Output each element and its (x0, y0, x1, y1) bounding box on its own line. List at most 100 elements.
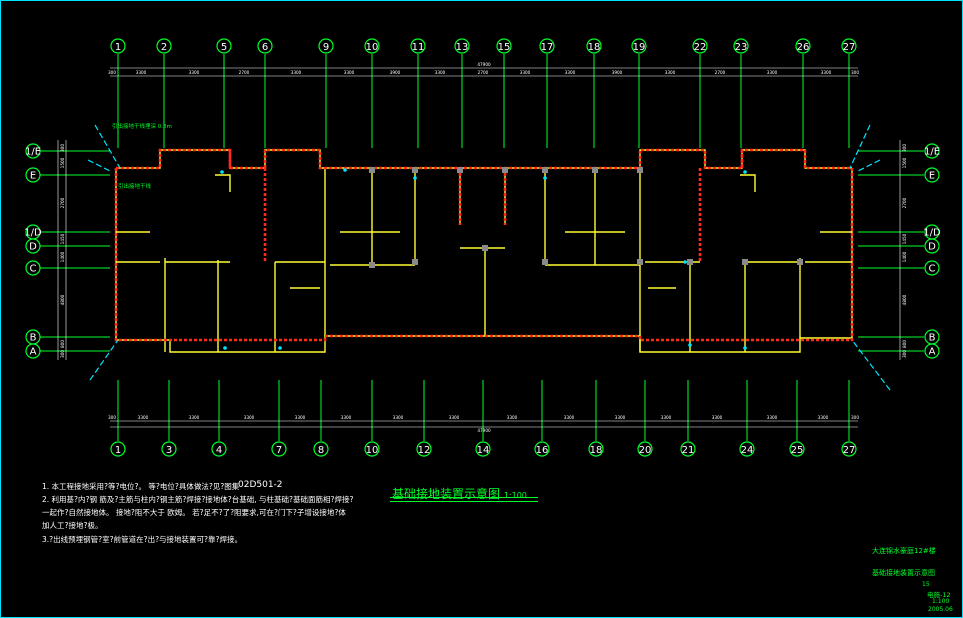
top-axis-bubble (586, 38, 602, 54)
bottom-axis-label: 25 (791, 445, 804, 456)
bottom-axis-label: 8 (318, 445, 324, 456)
titleblock-scale: 1:100 (932, 598, 950, 605)
top-axis-label: 6 (262, 42, 268, 53)
left-axis-label: 1/D (24, 228, 42, 239)
right-dim-value: 1400 (902, 251, 907, 262)
bottom-dim-value: 3300 (564, 415, 575, 420)
left-axis-bubble (25, 167, 41, 183)
bottom-axis-bubble (680, 441, 696, 457)
bottom-dim-value: 3300 (507, 415, 518, 420)
top-axis-label: 19 (633, 42, 646, 53)
top-axis-bubble (692, 38, 708, 54)
test-point (688, 343, 692, 347)
top-axis-label: 11 (412, 42, 425, 53)
right-axis-label: D (928, 242, 936, 253)
right-dim-value: 1450 (902, 233, 907, 244)
bottom-axis-bubble (789, 441, 805, 457)
right-axis-bubble (924, 238, 940, 254)
wall-segment (115, 168, 853, 353)
structural-column (687, 259, 693, 265)
right-dim-value: 800 (902, 340, 907, 348)
bottom-dim-value: 3300 (712, 415, 723, 420)
grounding-trunk-label: 引出接地干线 (118, 184, 152, 190)
structural-column (502, 167, 508, 173)
grounding-leader-line (851, 339, 891, 391)
top-dim-value: 3300 (565, 70, 576, 75)
left-axis-bubble (25, 260, 41, 276)
bottom-axis-bubble (739, 441, 755, 457)
left-dim-value: 300 (60, 350, 65, 358)
left-axis-bubble (25, 143, 41, 159)
bottom-axis-bubble (416, 441, 432, 457)
structural-column (482, 245, 488, 251)
bottom-axis-label: 7 (276, 445, 282, 456)
top-dim-value: 2700 (478, 70, 489, 75)
wall-segment (116, 149, 460, 169)
bottom-axis-label: 16 (536, 445, 549, 456)
bottom-dim-value: 3300 (341, 415, 352, 420)
structural-column (542, 259, 548, 265)
bottom-axis-label: 12 (418, 445, 431, 456)
bottom-axis-bubble (637, 441, 653, 457)
bottom-axis-label: 18 (590, 445, 603, 456)
top-dim-value: 3300 (344, 70, 355, 75)
left-dim-value: 1500 (60, 157, 65, 168)
top-dim-value: 3300 (435, 70, 446, 75)
left-dim-value: 2700 (60, 197, 65, 208)
top-axis-label: 2 (161, 42, 167, 53)
right-axis-label: A (929, 347, 936, 358)
top-dim-value: 3300 (520, 70, 531, 75)
top-axis-bubble (496, 38, 512, 54)
left-axis-label: D (29, 242, 37, 253)
top-axis-bubble (257, 38, 273, 54)
titleblock-sheet-number: 15 (922, 581, 930, 588)
left-axis-label: C (30, 264, 37, 275)
bottom-dim-value: 3300 (244, 415, 255, 420)
bottom-axis-bubble (313, 441, 329, 457)
bottom-axis-bubble (475, 441, 491, 457)
left-dim-value: 800 (60, 340, 65, 348)
bottom-axis-label: 14 (477, 445, 490, 456)
test-point (413, 176, 417, 180)
grounding-leader-line (849, 124, 871, 169)
top-axis-label: 10 (366, 42, 379, 53)
top-axis-label: 26 (797, 42, 810, 53)
structural-column (457, 167, 463, 173)
bottom-axis-label: 3 (166, 445, 172, 456)
bottom-dim-value: 3300 (449, 415, 460, 420)
top-axis-bubble (364, 38, 380, 54)
structural-column (637, 259, 643, 265)
left-dim-value: 300 (60, 144, 65, 152)
test-point (278, 346, 282, 350)
bottom-axis-label: 24 (741, 445, 754, 456)
left-axis-label: A (30, 347, 37, 358)
left-axis-label: 1/E (25, 147, 41, 158)
right-dim-value: 300 (902, 144, 907, 152)
top-axis-label: 13 (456, 42, 469, 53)
test-point (223, 346, 227, 350)
bottom-dim-value: 3300 (393, 415, 404, 420)
test-point (220, 170, 224, 174)
top-axis-bubble (841, 38, 857, 54)
structural-column (412, 167, 418, 173)
top-axis-label: 18 (588, 42, 601, 53)
left-axis-bubble (25, 343, 41, 359)
right-axis-bubble (924, 143, 940, 159)
bottom-axis-bubble (841, 441, 857, 457)
bottom-dim-value: 3300 (767, 415, 778, 420)
bottom-axis-label: 21 (682, 445, 695, 456)
right-axis-bubble (924, 343, 940, 359)
right-axis-label: B (929, 333, 936, 344)
top-axis-bubble (110, 38, 126, 54)
left-dim-value: 4800 (60, 294, 65, 305)
structural-column (542, 167, 548, 173)
note-line-1: 1. 本工程接地采用?等?电位?。 等?电位?具体做法?见?图集 (42, 482, 240, 491)
top-axis-bubble (216, 38, 232, 54)
top-axis-label: 5 (221, 42, 227, 53)
structural-column (369, 262, 375, 268)
top-total-dim: 47900 (477, 62, 491, 67)
top-dim-value: 300 (108, 70, 116, 75)
top-dim-value: 2700 (715, 70, 726, 75)
titleblock-drawing-name: 基础接地装置示意图 (872, 569, 935, 577)
